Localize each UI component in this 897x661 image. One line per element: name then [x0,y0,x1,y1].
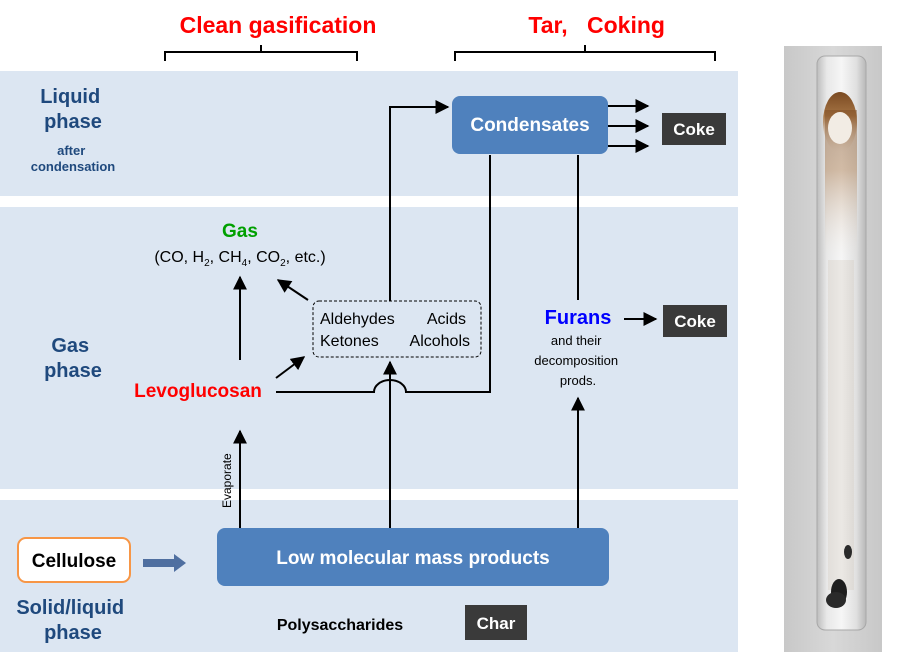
furans-title: Furans [545,307,612,329]
cellulose-box [17,537,131,583]
liquid-phase-band [0,71,738,196]
volatiles-box [312,300,482,358]
ketones-label: Ketones [320,333,379,350]
gas-phase-label: Gas phase [44,335,102,382]
liquid-phase-sublabel: after condensation [31,143,116,174]
evaporate-label: Evaporate [220,453,234,508]
gas-phase-band [0,207,738,489]
cellulose-to-low-arrow [143,554,186,572]
condensates-label: Condensates [470,115,589,136]
polysaccharides-label: Polysaccharides [277,617,403,634]
levoglucosan-to-condensates-line [276,155,491,393]
volatiles-to-gas-arrow [276,279,309,301]
aldehydes-label: Aldehydes [320,311,395,328]
acids-label: Acids [427,311,466,328]
furans-sublabel: and their decomposition prods. [534,333,621,388]
cellulose-label: Cellulose [32,551,116,572]
bracket-tar-coking [454,45,716,61]
coke-box-middle [663,305,727,337]
char-box [465,605,527,640]
volatiles-to-condensates-line [389,100,450,301]
header-clean-gasification: Clean gasification [180,12,377,38]
header-tar: Tar, [528,12,567,38]
condensates-box [452,96,608,154]
low-molecular-box [217,528,609,586]
gas-formula: (CO, H2, CH4, CO2, etc.) [154,249,325,269]
solid-phase-label: Solid/liquid phase [16,597,129,644]
coke-label-middle: Coke [674,312,716,331]
header-coking: Coking [587,12,665,38]
gas-title: Gas [222,221,258,242]
low-molecular-label: Low molecular mass products [276,548,549,569]
coke-label-top: Coke [673,120,715,139]
alcohols-label: Alcohols [410,333,470,350]
levoglucosan-to-volatiles-arrow [275,356,306,379]
bracket-clean-gasification [164,45,358,61]
tube-photo-icon [784,46,882,652]
levoglucosan-label: Levoglucosan [134,381,262,402]
char-label: Char [477,614,516,633]
coke-box-top [662,113,726,145]
liquid-phase-label: Liquid phase [40,86,106,133]
